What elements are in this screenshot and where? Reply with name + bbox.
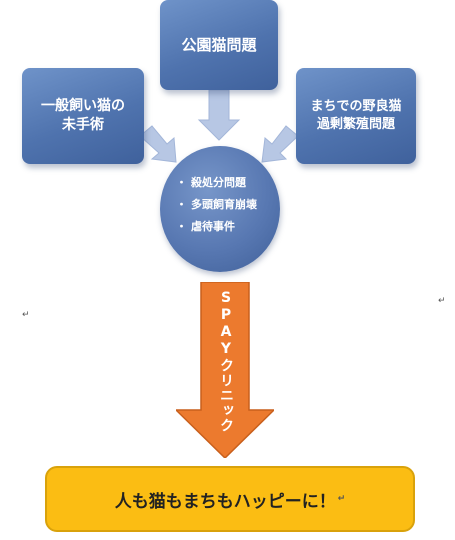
- top-down-arrow: [197, 89, 241, 141]
- right-diagonal-arrow: [261, 125, 299, 163]
- orange-down-arrow-shape: [176, 282, 274, 458]
- problem-item-label: 殺処分問題: [191, 176, 246, 189]
- box-pet-cats-unneutered: 一般飼い猫の 未手術: [22, 68, 144, 164]
- bullet-mark: ・: [176, 220, 187, 233]
- spay-clinic-label: SPAYクリニック: [218, 290, 234, 433]
- problem-item-label: 多頭飼育崩壊: [191, 198, 257, 211]
- problem-item: ・虐待事件: [176, 216, 257, 238]
- banner-mark: ↵: [337, 494, 346, 504]
- box-stray-overbreeding-label: まちでの野良猫 過剰繁殖問題: [310, 99, 402, 132]
- paragraph-mark-left: ↵: [22, 310, 30, 320]
- bullet-mark: ・: [176, 176, 187, 189]
- paragraph-mark-right: ↵: [438, 296, 446, 306]
- left-diagonal-arrow: [139, 125, 177, 163]
- problem-item: ・殺処分問題: [176, 172, 257, 194]
- box-pet-cats-label: 一般飼い猫の 未手術: [41, 98, 125, 133]
- box-stray-overbreeding: まちでの野良猫 過剰繁殖問題: [296, 68, 416, 164]
- problem-list: ・殺処分問題 ・多頭飼育崩壊 ・虐待事件: [176, 172, 257, 238]
- box-park-cats-label: 公園猫問題: [181, 35, 257, 54]
- problem-item-label: 虐待事件: [191, 220, 235, 233]
- problem-item: ・多頭飼育崩壊: [176, 194, 257, 216]
- bullet-mark: ・: [176, 198, 187, 211]
- banner-text: 人も猫もまちもハッピーに！: [114, 491, 336, 512]
- box-park-cats: 公園猫問題: [160, 0, 278, 90]
- center-problem-circle: ・殺処分問題 ・多頭飼育崩壊 ・虐待事件: [160, 146, 280, 272]
- happy-goal-banner: 人も猫もまちもハッピーに！↵: [45, 466, 415, 532]
